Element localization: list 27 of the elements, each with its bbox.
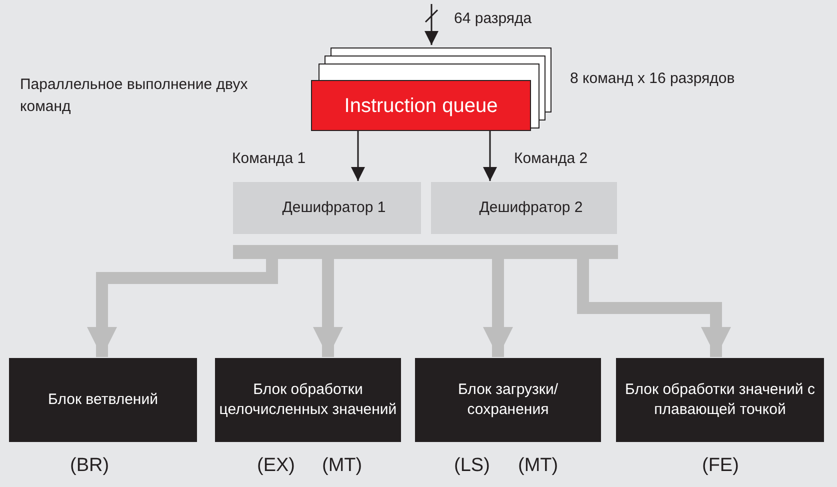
arrow xyxy=(424,4,438,45)
caption-text: (MT) xyxy=(322,455,362,477)
unit-box: Блок обработки значений с плавающей точкой xyxy=(616,358,824,442)
thick-arrow xyxy=(313,259,343,357)
edge-label: 64 разряда xyxy=(452,10,534,27)
decoder-box: Дешифратор 2 xyxy=(431,182,617,234)
caption-text: (BR) xyxy=(70,455,110,477)
arrow xyxy=(351,131,365,181)
thick-arrow xyxy=(577,259,731,357)
caption-text: (MT) xyxy=(518,455,558,477)
caption-text: (FE) xyxy=(702,455,739,477)
caption-text: 8 команд x 16 разрядов xyxy=(570,70,735,87)
decoder-box: Дешифратор 1 xyxy=(233,182,421,234)
unit-box: Блок загрузки/ сохранения xyxy=(415,358,601,442)
unit-box: Блок обработки целочисленных значений xyxy=(215,358,401,442)
thick-arrow xyxy=(87,259,278,357)
bus-bar xyxy=(233,245,618,259)
edge-label: Команда 2 xyxy=(512,150,590,167)
caption-text: (EX) xyxy=(257,455,295,477)
caption-text: (LS) xyxy=(454,455,490,477)
box-label: Instruction queue xyxy=(343,94,499,119)
stacked-queue-box xyxy=(311,46,552,131)
unit-box: Блок ветвлений xyxy=(9,358,197,442)
arrow xyxy=(483,131,497,181)
thick-arrow xyxy=(483,259,513,357)
note-text: Параллельное выполнение двух команд xyxy=(20,75,249,117)
edge-label: Команда 1 xyxy=(230,150,308,167)
